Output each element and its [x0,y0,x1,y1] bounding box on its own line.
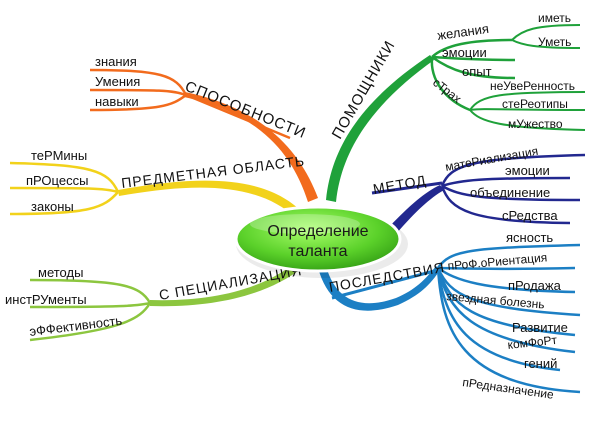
center-highlight [250,214,360,234]
branch-posledstviya-underline [331,268,439,300]
item-obedinenie: объединение [470,185,550,200]
branch-sposobnosti-trunk [184,92,318,202]
sub-line-umeniya [89,88,187,97]
branch-predmetnaya: теРМины пРОцессы законы ПРЕДМЕТНАЯ ОБЛАС… [9,148,306,218]
sub-line-instrumenty [29,301,151,309]
item-geniy: гений [524,356,557,371]
sub-line-opyt [431,55,516,80]
sub-line-navyki [89,94,187,112]
item-yasnost: ясность [506,230,553,245]
sub-line-effektivnost [29,302,152,342]
sub-line-zakony [9,191,119,216]
sub-line-strah [430,56,471,112]
sub-line-umet [511,39,581,49]
item-emocii-navy: эмоции [505,163,550,178]
item-umeniya: Умения [95,74,140,89]
sub-line-processy [9,186,119,194]
branch-sposobnosti-underline [185,93,291,140]
item-neuverennost: неУвеРенность [490,79,575,93]
branch-metod-trunk [388,185,444,234]
sub-line-emocii-navy [441,176,571,188]
sub-line-emocii-green [431,55,516,62]
item-terminy: теРМины [31,148,87,163]
item-instrumenty: инстРУменты [5,292,87,307]
sub-line-muzhestvo [469,109,586,131]
item-razvitie: Развитие [512,320,568,335]
item-prodazha: пРодажа [508,278,562,293]
sub-line-imet [511,24,581,41]
sub-line-prof [437,266,576,271]
sub-line-prednaznachenie [436,267,581,394]
center-title-line2: таланта [288,243,347,260]
branch-specializaciya: методы инстРУменты эФФективность С ПЕЦИА… [5,262,303,342]
item-stereotipy: стеРеотипы [502,97,568,111]
center-title-line1: Определение [267,223,368,240]
item-muzhestvo: мУжество [508,117,563,131]
item-imet: иметь [538,11,571,25]
branch-pomoshniki-trunk [326,55,434,202]
branch-posledstviya-trunk [318,266,440,311]
branch-predmetnaya-trunk [118,180,302,218]
branch-label-sposobnosti: СПОСОБНОСТИ [183,78,309,142]
item-zakony: законы [31,199,74,214]
sub-line-stereotipy [469,108,586,111]
item-emocii-green: эмоции [442,45,487,60]
branch-metod-underline [371,181,443,195]
sub-line-sredstva [440,185,571,225]
sub-line-geniy [436,267,561,372]
center-ellipse [234,205,402,273]
sub-line-metody [29,278,152,304]
center-node: Определение таланта [234,205,408,278]
item-metody: методы [38,265,83,280]
sub-line-terminy [9,161,120,193]
sub-line-znaniya [89,68,188,96]
branch-metod: матеРиализация эмоции объединение сРедст… [371,144,586,234]
item-znaniya: знания [95,54,137,69]
sub-line-yasnost [436,243,581,269]
item-komfort: комФоРт [507,333,558,352]
item-processy: пРОцессы [26,173,88,188]
group-zhelaniya: желания [436,21,489,43]
branch-specializaciya-trunk [150,262,302,307]
item-opyt: опыт [462,64,492,79]
group-strah: сТрах [430,75,464,106]
sub-line-materializaciya [440,153,586,187]
branch-label-metod: МЕТОД [372,172,428,197]
sub-line-neuverennost [469,91,586,111]
sub-line-zvezdnaya [436,267,581,317]
item-umet: Уметь [538,35,571,49]
sub-line-prodazha [437,266,576,294]
item-navyki: навыки [95,94,139,109]
sub-line-obedinenie [441,184,581,202]
sub-line-komfort [436,267,576,354]
sub-line-zhelaniya [431,38,513,58]
item-sredstva: сРедства [502,208,558,223]
